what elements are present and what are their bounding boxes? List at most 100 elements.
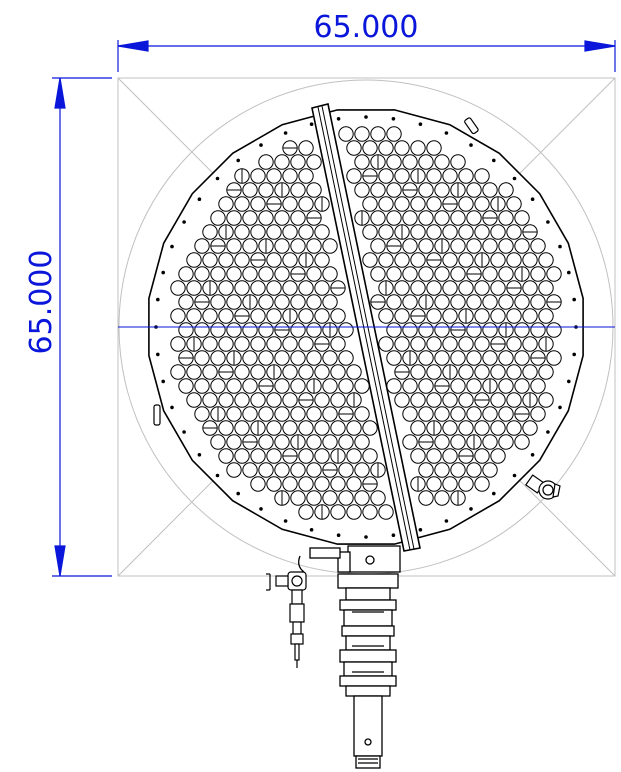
perforation-hole: [482, 350, 498, 366]
bolt-hole: [182, 430, 186, 434]
side-boss-top: [464, 117, 479, 135]
perforation-hole: [386, 322, 402, 338]
perforation-hole: [378, 308, 394, 324]
perforation-hole: [298, 420, 314, 436]
perforation-hole: [330, 308, 346, 324]
perforation-hole: [354, 154, 370, 170]
perforation-hole: [282, 336, 298, 352]
perforation-hole: [266, 168, 282, 184]
perforation-hole: [210, 378, 226, 394]
perforation-hole: [194, 322, 210, 338]
perforation-hole: [266, 392, 282, 408]
perforation-hole: [458, 392, 474, 408]
perforation-hole: [482, 462, 498, 478]
perforation-hole: [322, 266, 338, 282]
bolt-hole: [558, 244, 562, 249]
perforation-hole: [370, 490, 386, 506]
perforation-hole: [202, 364, 218, 380]
perforation-hole: [242, 462, 258, 478]
perforation-hole: [298, 168, 314, 184]
divider-inner-line: [317, 106, 411, 551]
perforation-hole: [442, 168, 458, 184]
horizontal-dimension: [117, 40, 616, 72]
perforation-hole: [426, 448, 442, 464]
perforation-hole: [458, 336, 474, 352]
perforation-hole: [402, 378, 418, 394]
perforation-hole: [274, 294, 290, 310]
perforation-hole: [482, 322, 498, 338]
perforation-hole: [538, 308, 554, 324]
perforation-hole: [474, 168, 490, 184]
bolt-hole: [469, 507, 473, 511]
perforation-hole: [418, 322, 434, 338]
perforation-hole: [346, 420, 362, 436]
perforation-hole: [298, 448, 314, 464]
perforation-hole: [482, 434, 498, 450]
perforation-hole: [378, 336, 394, 352]
perforation-hole: [410, 336, 426, 352]
perforation-hole: [178, 266, 194, 282]
perforation-hole: [346, 168, 362, 184]
perforation-hole: [314, 252, 330, 268]
perforation-hole: [226, 322, 242, 338]
perforation-hole: [210, 350, 226, 366]
perforation-hole: [434, 322, 450, 338]
bolt-hole: [259, 507, 263, 511]
perforation-hole: [522, 420, 538, 436]
perforation-hole: [450, 154, 466, 170]
perforation-hole: [506, 392, 522, 408]
bolt-hole: [546, 430, 550, 434]
bolt-hole: [161, 379, 165, 384]
perforation-hole: [210, 434, 226, 450]
perforation-hole: [306, 266, 322, 282]
bolt-hole: [236, 158, 240, 163]
perforation-hole: [434, 406, 450, 422]
perforation-hole: [498, 294, 514, 310]
perforation-hole: [330, 392, 346, 408]
perforation-hole: [298, 308, 314, 324]
perforation-hole: [482, 238, 498, 254]
perforation-hole: [194, 406, 210, 422]
bolt-hole: [364, 535, 368, 539]
perforation-hole: [450, 462, 466, 478]
perforation-hole: [202, 336, 218, 352]
perforation-hole: [234, 336, 250, 352]
bolt-hole: [567, 379, 571, 384]
bolt-holes: [154, 115, 578, 539]
perforation-hole: [298, 476, 314, 492]
perforation-hole: [178, 322, 194, 338]
perforation-hole: [282, 280, 298, 296]
perforation-hole: [298, 196, 314, 212]
perforation-hole: [242, 406, 258, 422]
perforation-hole: [394, 168, 410, 184]
perforation-hole: [386, 266, 402, 282]
perforation-hole: [386, 210, 402, 226]
perforation-hole: [522, 280, 538, 296]
bolt-hole: [197, 453, 202, 457]
bolt-hole: [283, 131, 288, 135]
perforation-hole: [514, 210, 530, 226]
perforation-hole: [298, 280, 314, 296]
perforation-hole: [306, 238, 322, 254]
perforation-hole: [538, 392, 554, 408]
perforation-hole: [290, 154, 306, 170]
perforation-hole: [306, 406, 322, 422]
perforation-hole: [394, 336, 410, 352]
perforation-hole: [314, 364, 330, 380]
perforation-hole: [226, 294, 242, 310]
perforation-hole: [282, 392, 298, 408]
perforation-hole: [266, 448, 282, 464]
width-dimension-label: 65.000: [314, 10, 419, 45]
perforation-hole: [362, 140, 378, 156]
perforation-hole: [306, 434, 322, 450]
perforation-hole: [394, 392, 410, 408]
perforation-hole: [426, 336, 442, 352]
perforation-hole: [290, 406, 306, 422]
perforation-hole: [538, 364, 554, 380]
perforation-hole: [506, 252, 522, 268]
perforation-hole: [242, 322, 258, 338]
perforation-hole: [258, 154, 274, 170]
perforation-hole: [474, 476, 490, 492]
perforation-hole: [402, 294, 418, 310]
perforation-hole: [490, 364, 506, 380]
